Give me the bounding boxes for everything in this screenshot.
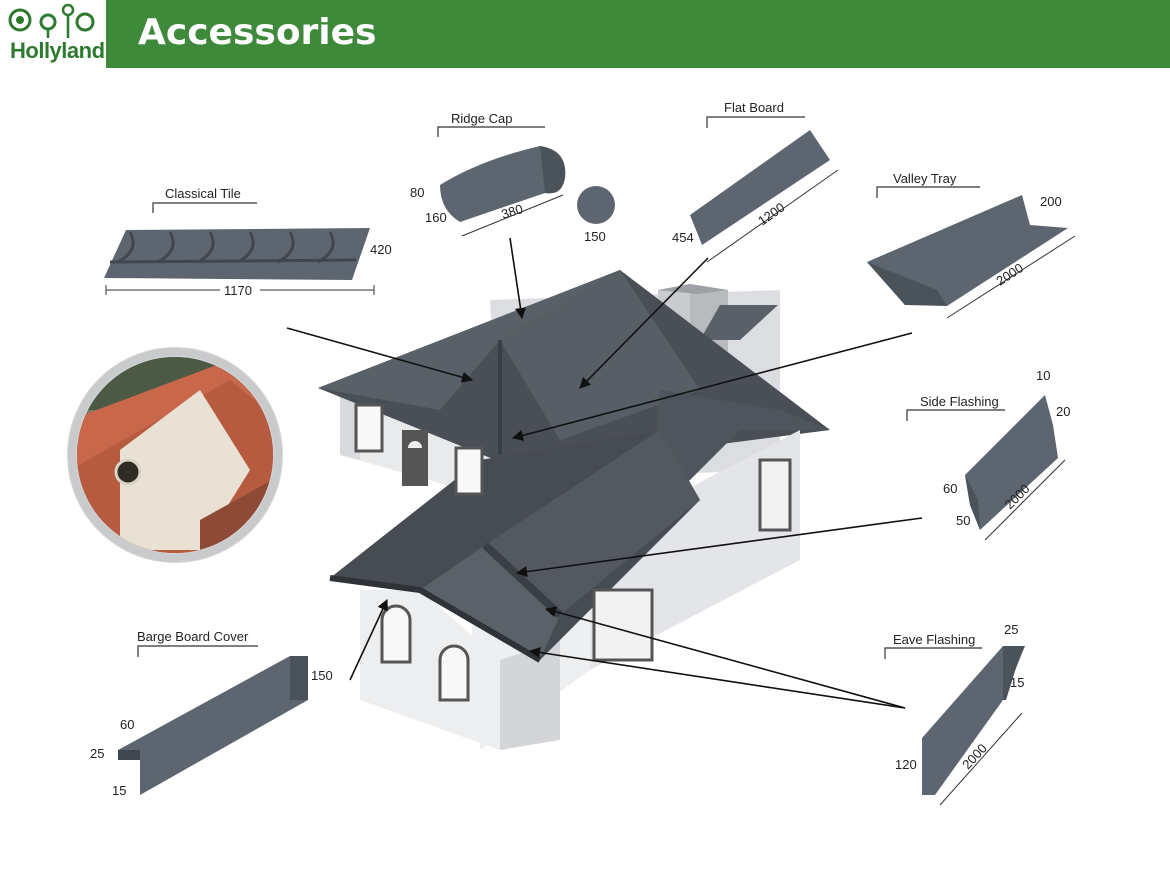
house	[318, 270, 830, 750]
logo-mark-icon	[8, 3, 95, 38]
side-flashing-label: Side Flashing	[920, 394, 999, 409]
barge-board-cover-d3: 25	[90, 746, 104, 761]
header-bar: Accessories	[106, 0, 1170, 68]
callout-arrows	[286, 237, 923, 709]
eave-flashing-label: Eave Flashing	[893, 632, 975, 647]
flat-board-label: Flat Board	[724, 100, 784, 115]
part-eave-flashing: Eave Flashing 25 15 120 2000	[884, 622, 1025, 806]
barge-board-cover-d1: 150	[311, 668, 333, 683]
logo-text: Hollyland	[10, 38, 105, 63]
eave-flashing-d1: 25	[1004, 622, 1018, 637]
ridge-cap-label: Ridge Cap	[451, 111, 512, 126]
part-flat-board: Flat Board 1200 454	[672, 100, 839, 263]
logo: Hollyland	[0, 0, 106, 70]
part-valley-tray: Valley Tray 2000 200	[867, 171, 1076, 319]
valley-tray-width: 200	[1040, 194, 1062, 209]
flat-board-width: 454	[672, 230, 694, 245]
ridge-cap-d2: 160	[425, 210, 447, 225]
classical-tile-width: 1170	[224, 283, 252, 298]
barge-board-cover-d4: 15	[112, 783, 126, 798]
part-ridge-cap: Ridge Cap 80 160 380 150	[410, 111, 615, 244]
side-flashing-d2: 20	[1056, 404, 1070, 419]
part-side-flashing: Side Flashing 10 20 60 50 2000	[906, 368, 1070, 541]
ridge-cap-d1: 80	[410, 185, 424, 200]
barge-board-cover-label: Barge Board Cover	[137, 629, 249, 644]
side-flashing-d4: 50	[956, 513, 970, 528]
classical-tile-label: Classical Tile	[165, 186, 241, 201]
classical-tile-height: 420	[370, 242, 392, 257]
eave-flashing-d2: 15	[1010, 675, 1024, 690]
ridge-cap-d4: 150	[584, 229, 606, 244]
roof-photo	[67, 347, 283, 563]
ridge-cap-d3: 380	[499, 201, 524, 222]
side-flashing-d1: 10	[1036, 368, 1050, 383]
part-classical-tile: Classical Tile 1170 420	[104, 186, 392, 298]
side-flashing-d3: 60	[943, 481, 957, 496]
barge-board-cover-d2: 60	[120, 717, 134, 732]
page-title: Accessories	[138, 12, 377, 53]
eave-flashing-d3: 120	[895, 757, 917, 772]
valley-tray-label: Valley Tray	[893, 171, 957, 186]
part-barge-board-cover: Barge Board Cover 150 60 25 15	[90, 629, 333, 798]
